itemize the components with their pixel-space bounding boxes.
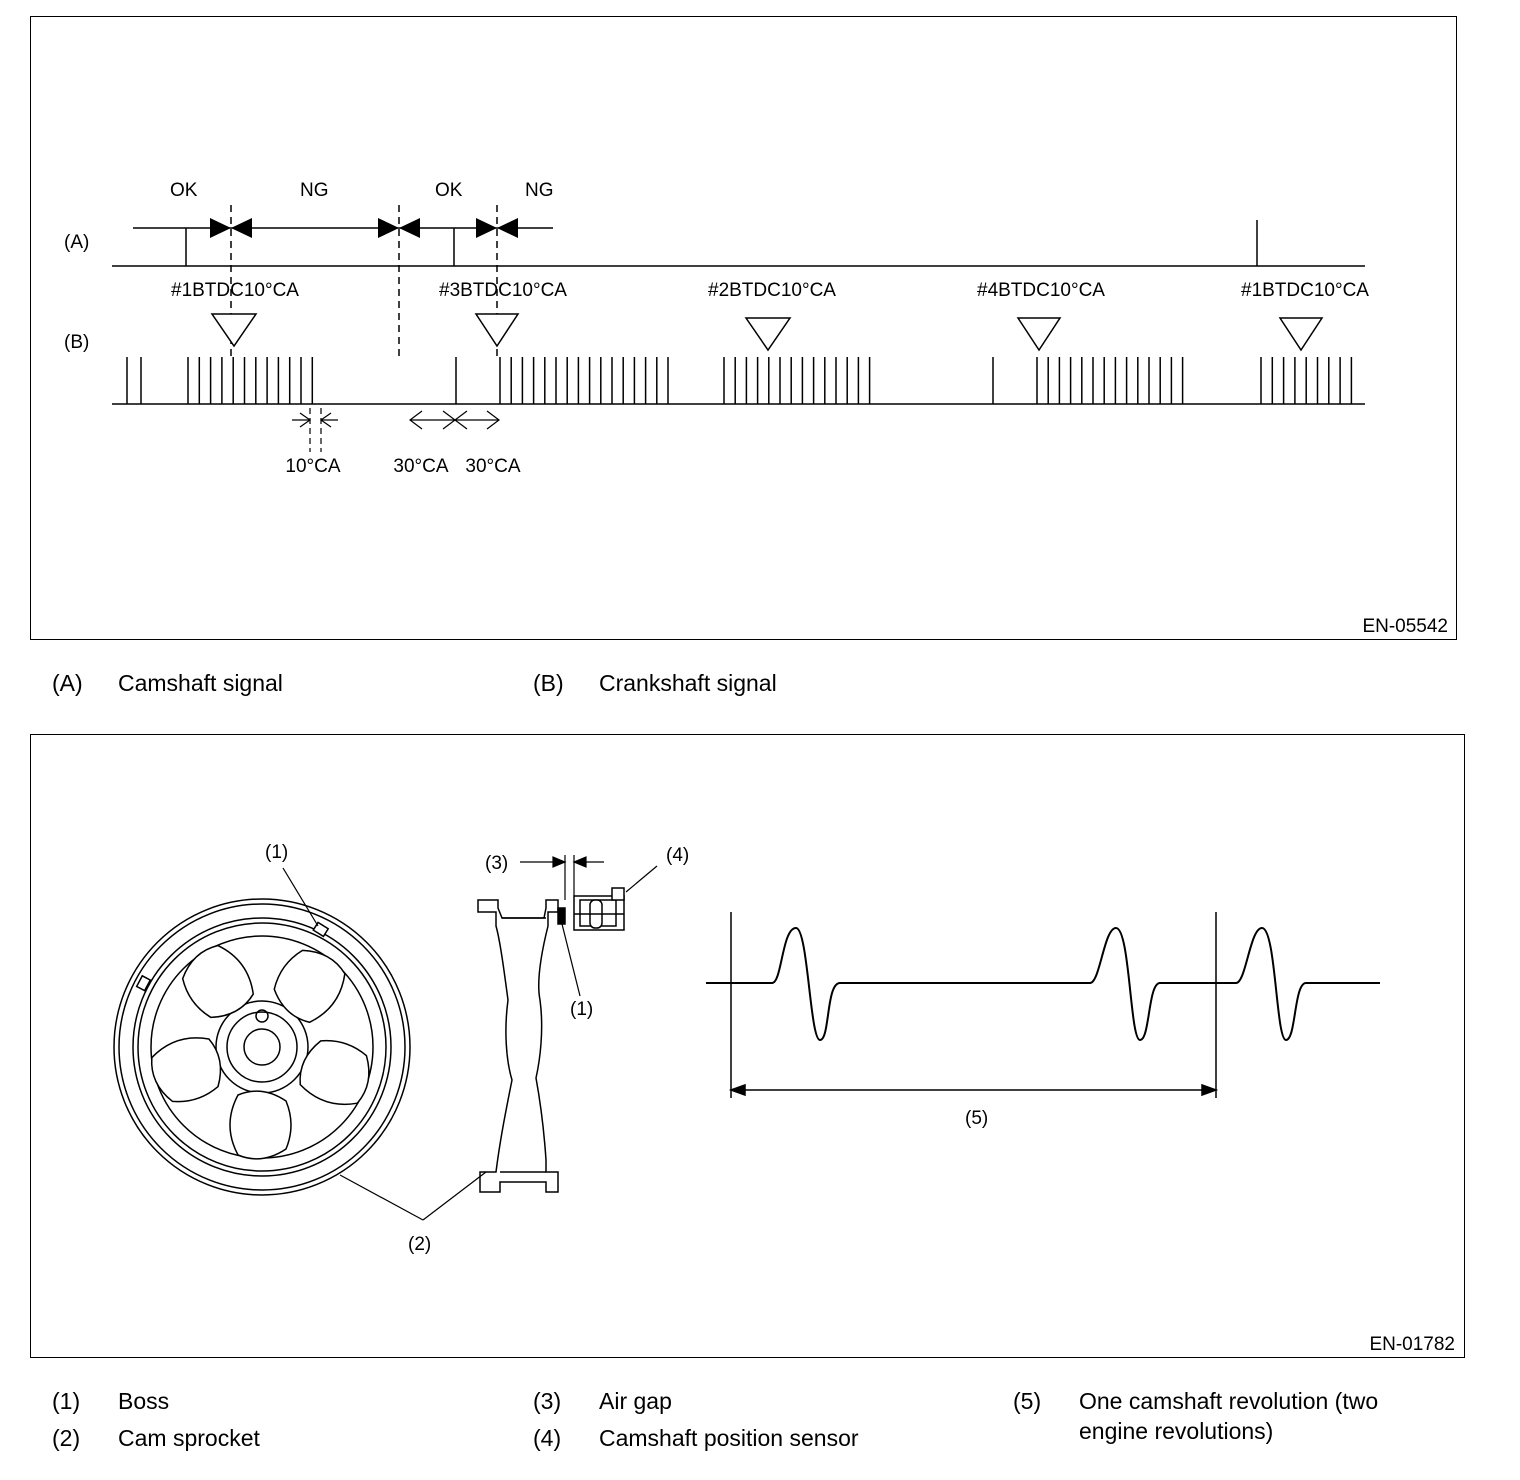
legend-text: Boss: [118, 1388, 170, 1414]
legend-3: (3) Air gap: [533, 1386, 672, 1416]
callout-5: (5): [965, 1108, 988, 1129]
legend-key: (A): [52, 670, 83, 696]
tdc-label-1: #1BTDC10°CA: [171, 280, 299, 301]
sprocket-spoke-openings: [150, 944, 370, 1160]
callout-1-side: (1): [570, 999, 593, 1020]
tdc-label-4: #4BTDC10°CA: [977, 280, 1105, 301]
tdc-triangles: [210, 313, 1324, 352]
crankshaft-teeth: [126, 357, 1353, 404]
tdc-label-3: #3BTDC10°CA: [439, 280, 567, 301]
legend-b: (B) Crankshaft signal: [533, 668, 777, 698]
boss-marks: [135, 921, 330, 992]
tdc-label-1b: #1BTDC10°CA: [1241, 280, 1369, 301]
cam-sprocket-front: [113, 898, 411, 1196]
spoke-opening: [150, 1037, 222, 1103]
camshaft-position-sensor: [573, 887, 625, 931]
revolution-dimension: [728, 912, 1219, 1098]
spoke-opening: [299, 1039, 370, 1106]
legend-1: (1) Boss: [52, 1386, 169, 1416]
row-label-a: (A): [64, 232, 89, 253]
callout-3: (3): [485, 853, 508, 874]
figure-1-frame: [30, 16, 1457, 640]
legend-text: Camshaft signal: [118, 670, 283, 696]
dim-30ca-1: 30°CA: [393, 456, 448, 477]
legend-text: Cam sprocket: [118, 1425, 260, 1451]
legend-key: (1): [52, 1388, 81, 1414]
legend-5: (5) One camshaft revolution (two engine r…: [1013, 1386, 1378, 1446]
legend-key: (B): [533, 670, 564, 696]
legend-4: (4) Camshaft position sensor: [533, 1423, 859, 1453]
ng-label-1: NG: [300, 180, 329, 201]
legend-key: (4): [533, 1425, 562, 1451]
legend-a: (A) Camshaft signal: [52, 668, 283, 698]
cam-sprocket-side: [477, 899, 566, 1193]
air-gap-dimension: [520, 855, 604, 900]
dimension-marks: [292, 408, 500, 452]
timing-diagram: (A) (B) OK NG OK NG #1BTDC10°CA #3BTDC10…: [64, 180, 1448, 637]
legend-text: Air gap: [599, 1388, 672, 1414]
legend-text: Camshaft position sensor: [599, 1425, 859, 1451]
sensor-waveform: [706, 926, 1380, 1042]
legend-text: Crankshaft signal: [599, 670, 777, 696]
legend-key: (5): [1013, 1388, 1042, 1414]
spoke-opening: [229, 1090, 292, 1160]
spoke-opening: [181, 944, 255, 1019]
callout-2: (2): [408, 1234, 431, 1255]
tolerance-arrowheads: [210, 218, 518, 238]
figure-code-2: EN-01782: [1369, 1334, 1455, 1355]
dim-10ca: 10°CA: [285, 456, 340, 477]
leader-lines: [282, 865, 658, 1221]
figure-2-frame: [30, 734, 1465, 1358]
callout-4: (4): [666, 845, 689, 866]
row-label-b: (B): [64, 332, 89, 353]
figure-code-1: EN-05542: [1362, 616, 1448, 637]
callout-1-front: (1): [265, 842, 288, 863]
legend-key: (3): [533, 1388, 562, 1414]
ok-label-1: OK: [170, 180, 198, 201]
legend-key: (2): [52, 1425, 81, 1451]
tdc-label-2: #2BTDC10°CA: [708, 280, 836, 301]
legend-text: One camshaft revolution (two: [1079, 1388, 1379, 1414]
ok-label-2: OK: [435, 180, 463, 201]
spoke-opening: [273, 949, 346, 1024]
ng-label-2: NG: [525, 180, 554, 201]
legend-2: (2) Cam sprocket: [52, 1423, 260, 1453]
dim-30ca-2: 30°CA: [465, 456, 520, 477]
tdc-dashed-lines: [230, 205, 498, 360]
legend-text-continued: engine revolutions): [1079, 1418, 1274, 1444]
